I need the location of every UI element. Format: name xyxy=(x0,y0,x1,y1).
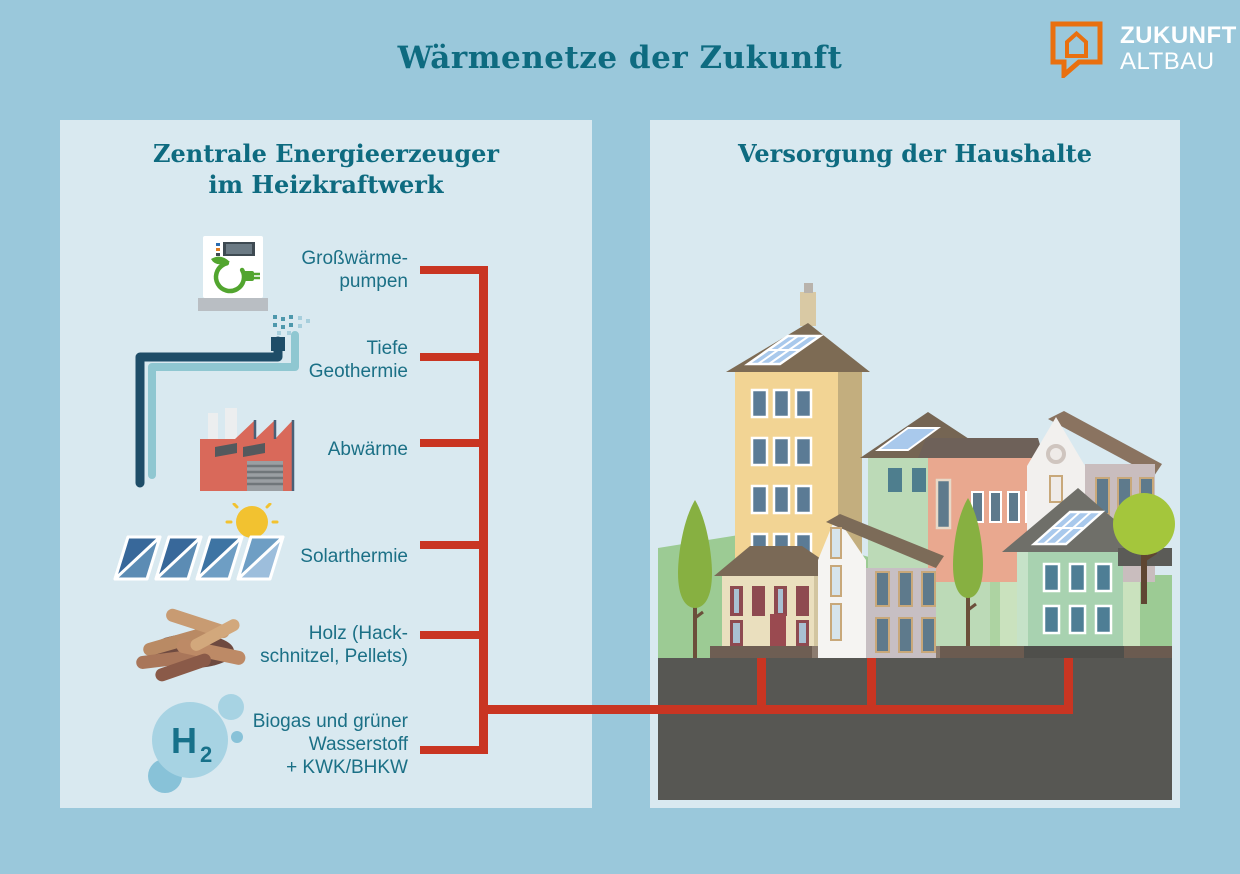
heat-pump-icon xyxy=(198,236,268,311)
logo-house-speech-bubble-icon xyxy=(1050,21,1103,78)
left-panel-central-generators: Zentrale Energieerzeuger im Heizkraftwer… xyxy=(60,120,592,808)
right-panel-household-supply: Versorgung der Haushalte xyxy=(650,120,1180,808)
slim-tree-middle xyxy=(953,498,983,658)
page-title: Wärmenetze der Zukunft xyxy=(397,40,843,76)
front-white-house xyxy=(812,514,944,658)
slim-tree-left xyxy=(678,500,712,658)
waste-heat-factory-icon xyxy=(200,408,295,491)
source-label-waste-heat: Abwärme xyxy=(327,439,408,460)
wood-logs-icon xyxy=(136,608,246,682)
hydrogen-subscript: 2 xyxy=(200,742,212,767)
logo-text: ZUKUNFT ALTBAU xyxy=(1120,23,1237,75)
left-panel-heading: Zentrale Energieerzeuger im Heizkraftwer… xyxy=(152,139,500,199)
round-tree-right xyxy=(1113,493,1175,604)
front-mint-solar-house xyxy=(1002,488,1152,658)
source-label-biogas-hydrogen: Biogas und grüner Wasserstoff + KWK/BHKW xyxy=(252,711,408,778)
right-panel-heading: Versorgung der Haushalte xyxy=(737,139,1093,168)
logo-text-zukunft: ZUKUNFT xyxy=(1120,22,1237,49)
solar-thermal-collectors-icon xyxy=(113,503,285,581)
source-label-wood: Holz (Hack- schnitzel, Pellets) xyxy=(260,623,408,667)
hydrogen-bubbles-icon: H 2 xyxy=(148,694,244,793)
logo-text-altbau: ALTBAU xyxy=(1120,48,1215,75)
underground xyxy=(658,658,1172,800)
source-label-deep-geothermal: Tiefe Geothermie xyxy=(308,338,408,382)
houses-illustration xyxy=(658,283,1175,800)
zukunft-altbau-logo: ZUKUNFT ALTBAU xyxy=(1048,20,1237,78)
hydrogen-symbol: H xyxy=(171,720,197,761)
source-label-heat-pumps: Großwärme- pumpen xyxy=(301,248,408,292)
deep-geothermal-probe-icon xyxy=(135,315,310,488)
source-label-solar-thermal: Solarthermie xyxy=(300,546,408,567)
